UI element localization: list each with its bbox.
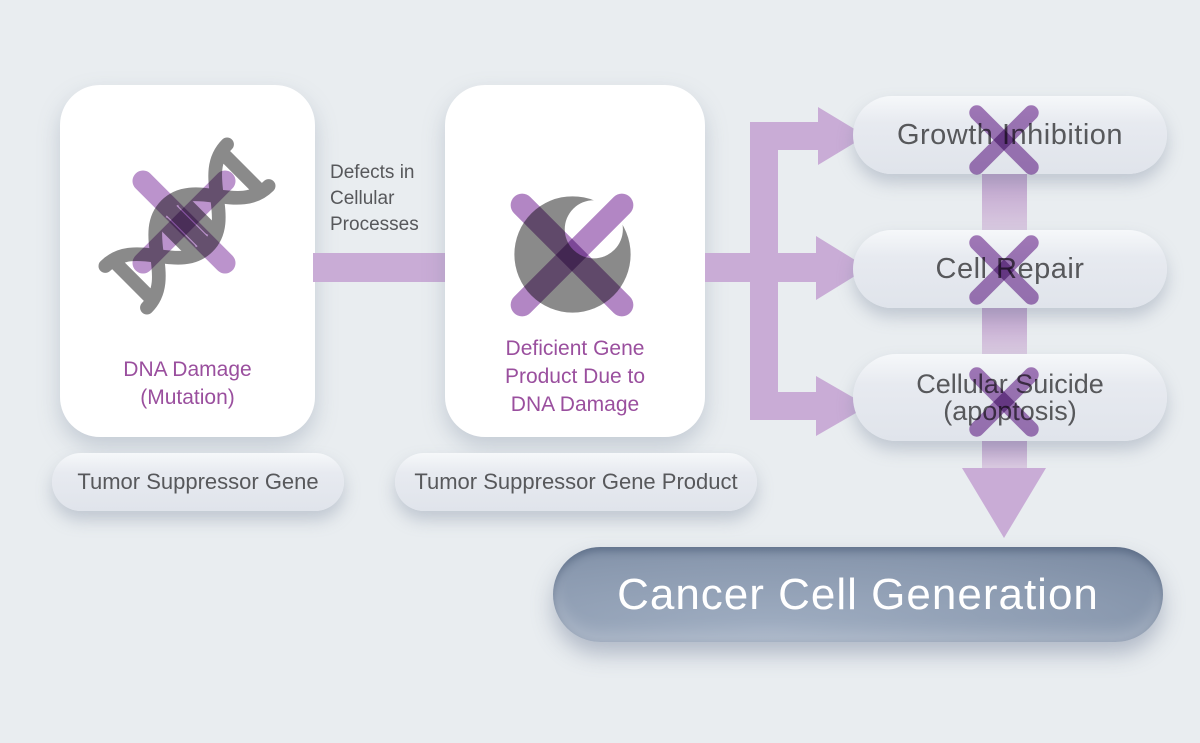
tumor-suppressor-gene-product-pill: Tumor Suppressor Gene Product — [395, 453, 757, 511]
gene-product-sphere-icon — [514, 196, 631, 313]
connector-label-line3: Processes — [330, 214, 419, 235]
tumor-suppressor-gene-label: Tumor Suppressor Gene — [77, 469, 319, 494]
deficient-gene-product-label: Deficient Gene Product Due to DNA Damage — [445, 335, 705, 419]
connector-bar-left — [313, 253, 447, 282]
cancer-cell-generation-label: Cancer Cell Generation — [617, 569, 1099, 619]
dna-damage-label: DNA Damage (Mutation) — [60, 356, 315, 412]
tumor-suppressor-gene-pill: Tumor Suppressor Gene — [52, 453, 344, 511]
tumor-suppressor-gene-product-label: Tumor Suppressor Gene Product — [414, 469, 738, 494]
cellular-suicide-pill: Cellular Suicide (apoptosis) — [853, 354, 1167, 441]
cell-repair-label: Cell Repair — [935, 252, 1085, 285]
dna-icon — [98, 137, 276, 315]
connector-label: Defects in Cellular Processes — [330, 160, 450, 238]
branch-shaft-middle — [752, 253, 818, 282]
deficient-label-line1: Deficient Gene — [505, 337, 645, 360]
cellular-suicide-label-line2: (apoptosis) — [943, 395, 1077, 426]
ribbon-segment-3 — [982, 438, 1027, 470]
connector-label-line2: Cellular — [330, 188, 395, 209]
cellular-suicide-label-line1: Cellular Suicide — [916, 368, 1104, 399]
dna-damage-card: DNA Damage (Mutation) — [60, 85, 315, 437]
dna-damage-label-line2: (Mutation) — [140, 386, 235, 409]
deficient-label-line3: DNA Damage — [510, 393, 640, 416]
dna-damage-label-line1: DNA Damage — [123, 358, 252, 381]
connector-label-line1: Defects in — [330, 162, 415, 183]
arrowhead-down-icon — [962, 468, 1046, 538]
deficient-label-line2: Product Due to — [504, 365, 646, 388]
growth-inhibition-label: Growth Inhibition — [896, 118, 1124, 151]
deficient-gene-product-card: Deficient Gene Product Due to DNA Damage — [445, 85, 705, 437]
ribbon-segment-1 — [982, 170, 1027, 234]
ribbon-segment-2 — [982, 305, 1027, 357]
growth-inhibition-pill: Growth Inhibition — [853, 96, 1167, 174]
branch-shaft-top — [752, 122, 820, 150]
cell-repair-pill: Cell Repair — [853, 230, 1167, 308]
branch-shaft-bottom — [752, 392, 820, 420]
cancer-cell-generation-pill: Cancer Cell Generation — [553, 547, 1163, 642]
